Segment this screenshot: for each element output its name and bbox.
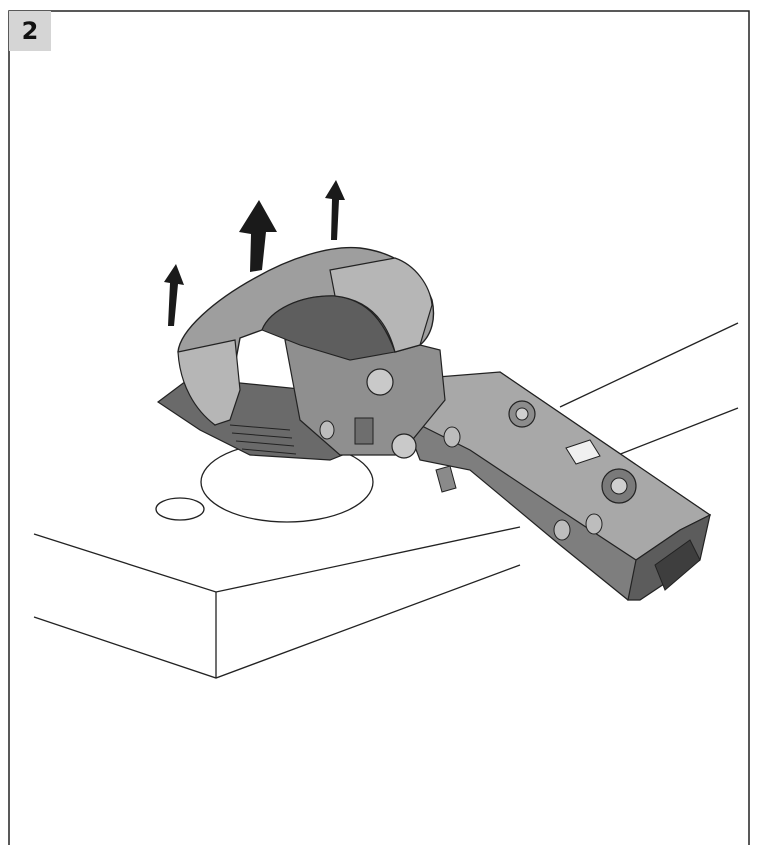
lift-arrow-icon [239,200,277,272]
dowel-hole [155,497,205,521]
lift-arrow-icon [164,264,184,326]
step-number-badge: 2 [9,11,51,51]
panel-border [8,10,750,845]
lift-arrows [164,180,345,326]
lift-arrow-icon [325,180,345,240]
concealed-hinge-illustration [156,246,712,601]
cabinet-panel-illustration [33,322,739,679]
